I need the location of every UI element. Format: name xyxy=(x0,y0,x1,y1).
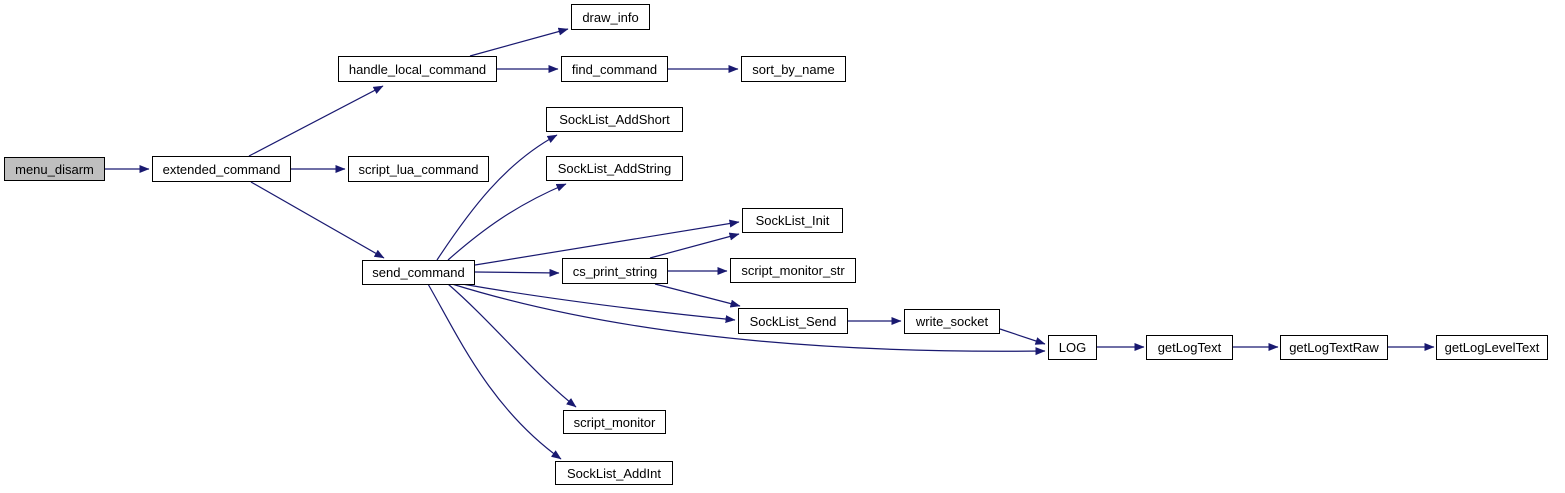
node-send-command[interactable]: send_command xyxy=(362,260,475,285)
node-script-lua-command[interactable]: script_lua_command xyxy=(348,156,489,182)
edge-extended_command-send_command xyxy=(250,181,385,259)
node-write-socket[interactable]: write_socket xyxy=(904,309,1000,334)
node-socklist-addint[interactable]: SockList_AddInt xyxy=(555,461,673,485)
node-socklist-send[interactable]: SockList_Send xyxy=(738,308,848,334)
edge-extended_command-handle_local_command xyxy=(248,85,384,157)
node-script-monitor-str[interactable]: script_monitor_str xyxy=(730,258,856,283)
edge-cs_print_string-SockList_Init xyxy=(649,232,740,259)
node-extended-command[interactable]: extended_command xyxy=(152,156,291,182)
node-socklist-addshort[interactable]: SockList_AddShort xyxy=(546,107,683,132)
edge-write_socket-LOG xyxy=(999,328,1046,345)
edge-send_command-SockList_AddString xyxy=(447,183,567,261)
node-getlogtextraw[interactable]: getLogTextRaw xyxy=(1280,335,1388,360)
edge-cs_print_string-SockList_Send xyxy=(654,283,741,308)
edge-send_command-cs_print_string xyxy=(474,268,560,277)
node-cs-print-string[interactable]: cs_print_string xyxy=(562,258,668,284)
edge-send_command-SockList_Init xyxy=(474,219,740,266)
node-sort-by-name[interactable]: sort_by_name xyxy=(741,56,846,82)
edge-send_command-SockList_Send xyxy=(461,283,736,324)
node-script-monitor[interactable]: script_monitor xyxy=(563,410,666,434)
edge-send_command-SockList_AddInt xyxy=(427,283,562,460)
node-socklist-init[interactable]: SockList_Init xyxy=(742,208,843,233)
node-find-command[interactable]: find_command xyxy=(561,56,668,82)
edge-send_command-SockList_AddShort xyxy=(436,134,558,261)
node-log[interactable]: LOG xyxy=(1048,335,1097,360)
node-draw-info[interactable]: draw_info xyxy=(571,4,650,30)
edge-send_command-script_monitor xyxy=(447,283,577,408)
node-handle-local-command[interactable]: handle_local_command xyxy=(338,56,497,82)
node-socklist-addstring[interactable]: SockList_AddString xyxy=(546,156,683,181)
node-getloglevaltext[interactable]: getLogLevelText xyxy=(1436,335,1548,360)
edge-handle_local_command-draw_info xyxy=(469,27,569,57)
node-getlogtext[interactable]: getLogText xyxy=(1146,335,1233,360)
edge-send_command-LOG xyxy=(451,283,1046,356)
node-menu-disarm[interactable]: menu_disarm xyxy=(4,157,105,181)
